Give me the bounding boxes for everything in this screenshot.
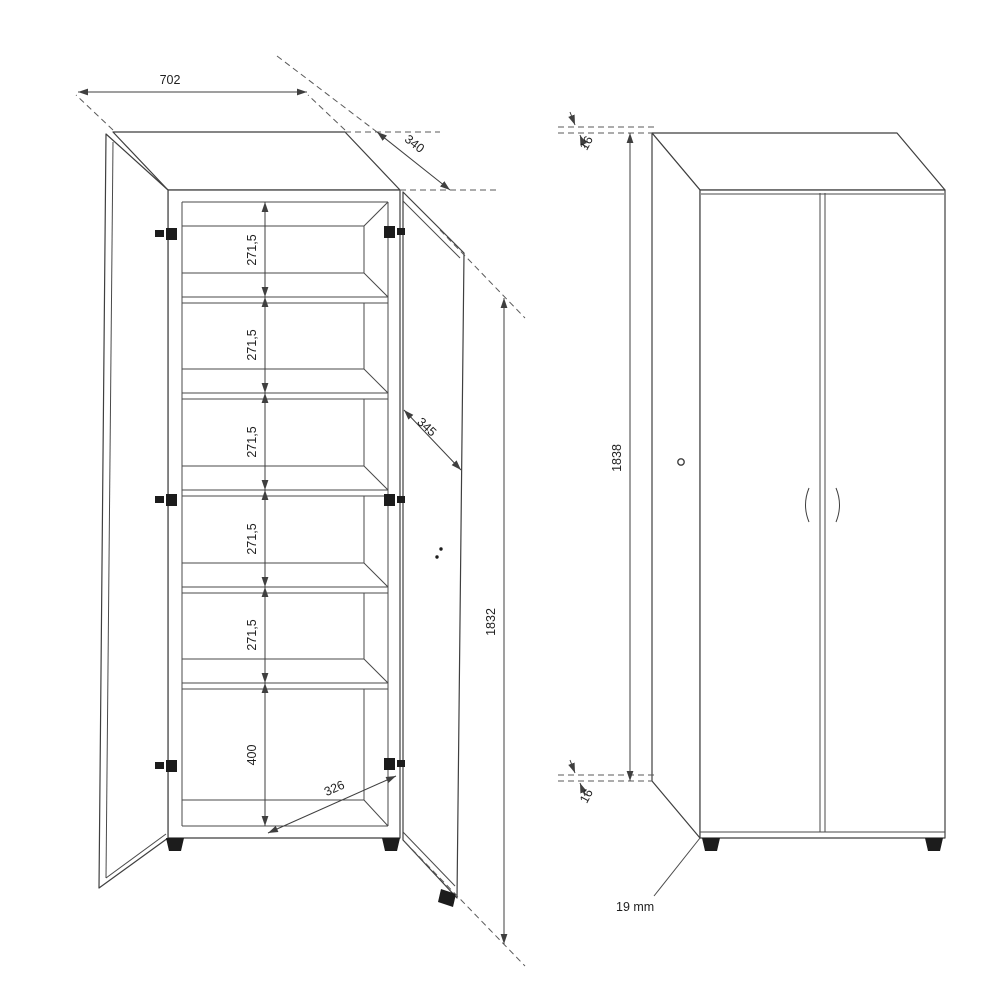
foot bbox=[702, 838, 943, 851]
dim-shelf-gap-label: 271,5 bbox=[245, 523, 259, 554]
dim-top-width-label: 702 bbox=[160, 73, 181, 87]
dim-bottom-gap-label: 400 bbox=[245, 745, 259, 766]
carcass-interior bbox=[181, 201, 389, 827]
shelf bbox=[181, 658, 389, 690]
open-wardrobe-view: 702 340 271,5 271,5 271,5 271,5 271,5 40… bbox=[75, 55, 526, 967]
dim-shelf-gap-label: 271,5 bbox=[245, 619, 259, 650]
doors-closed bbox=[677, 193, 945, 833]
right-door-open bbox=[402, 191, 465, 899]
dim-height-label: 1832 bbox=[484, 608, 498, 636]
closed-wardrobe-view: 16 16 1838 19 mm bbox=[558, 111, 946, 914]
panel-thickness-note: 19 mm bbox=[616, 900, 654, 914]
dim-top-thickness-label: 16 bbox=[577, 134, 596, 153]
hinge-icon bbox=[155, 226, 405, 772]
shelf bbox=[181, 465, 389, 497]
dimensions-left-view: 702 340 271,5 271,5 271,5 271,5 271,5 40… bbox=[75, 55, 526, 967]
dim-height-label: 1838 bbox=[610, 444, 624, 472]
door-handle-right bbox=[835, 487, 840, 523]
dim-shelf-gap-label: 271,5 bbox=[245, 329, 259, 360]
shelf bbox=[181, 368, 389, 400]
door-pin-hole bbox=[439, 547, 443, 551]
shelf bbox=[181, 272, 389, 304]
door-handle-left bbox=[805, 487, 810, 523]
side-panel bbox=[651, 132, 701, 839]
left-door-open bbox=[98, 133, 169, 889]
dim-top-depth-label: 340 bbox=[402, 132, 427, 156]
door-pin-hole bbox=[435, 555, 439, 559]
foot bbox=[166, 838, 456, 907]
leader-line bbox=[653, 837, 701, 897]
dim-shelf-gap-label: 271,5 bbox=[245, 234, 259, 265]
carcass-outline bbox=[651, 132, 946, 839]
dim-bottom-thickness-label: 16 bbox=[577, 787, 596, 806]
lock-hole bbox=[677, 458, 685, 466]
dimensions-right-view: 16 16 1838 19 mm bbox=[558, 111, 701, 914]
shelf bbox=[181, 562, 389, 594]
front-face bbox=[699, 189, 946, 839]
dim-shelf-gap-label: 271,5 bbox=[245, 426, 259, 457]
top-panel bbox=[651, 132, 946, 191]
